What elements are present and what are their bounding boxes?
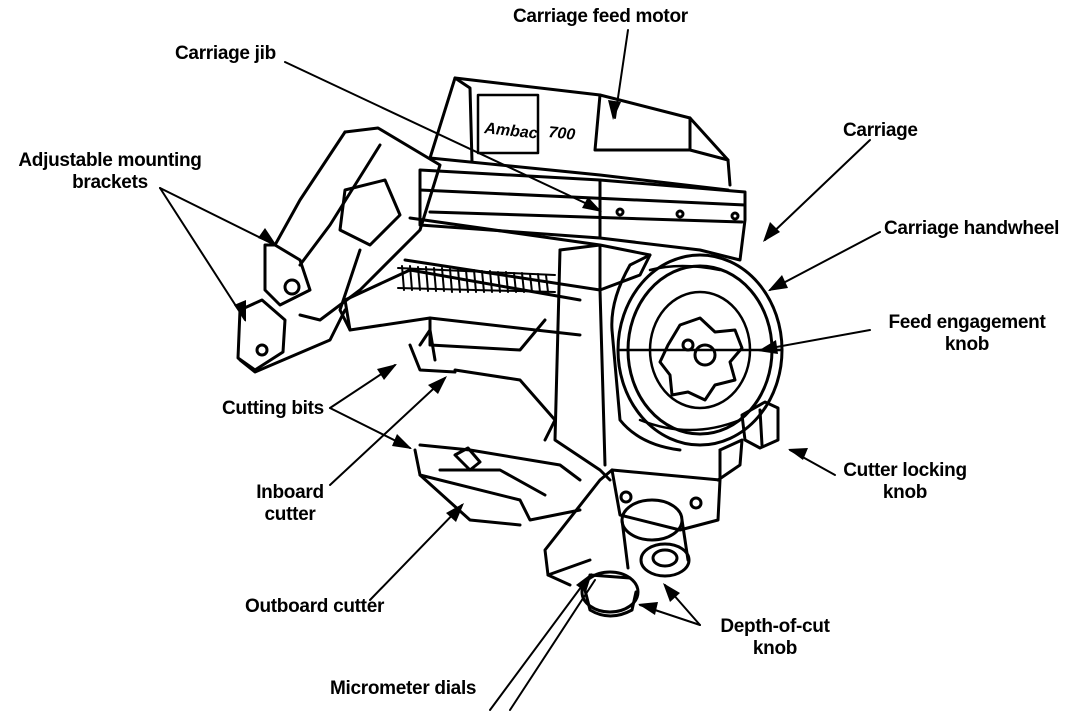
label-feed-engagement-knob: Feed engagement knob bbox=[872, 312, 1062, 356]
label-micrometer-dials: Micrometer dials bbox=[330, 678, 477, 699]
label-carriage-handwheel: Carriage handwheel bbox=[884, 218, 1060, 239]
micrometer-housing bbox=[543, 438, 744, 587]
label-feed-engagement-knob-line2: knob bbox=[944, 334, 990, 355]
slide-ways bbox=[343, 216, 602, 352]
feed-engagement-knob-drawing bbox=[658, 316, 744, 402]
label-inboard-cutter: Inboard cutter bbox=[245, 482, 335, 526]
label-cutter-locking-knob-line1: Cutter locking bbox=[843, 460, 967, 481]
label-depth-of-cut-knob: Depth-of-cut knob bbox=[700, 616, 850, 660]
cutter-locking-knob-drawing bbox=[740, 400, 780, 450]
label-cutter-locking-knob-line2: knob bbox=[882, 482, 928, 503]
nameplate: Ambac 700 bbox=[483, 120, 576, 144]
leader-arrowheads bbox=[234, 100, 808, 615]
label-cutting-bits: Cutting bits bbox=[222, 398, 324, 419]
handwheel-drawing bbox=[610, 253, 784, 452]
mounting-bracket-assembly bbox=[236, 126, 442, 374]
label-carriage-jib: Carriage jib bbox=[175, 43, 276, 64]
label-carriage: Carriage bbox=[843, 120, 918, 141]
cutter-body bbox=[408, 243, 652, 527]
depth-of-cut-knob-drawing bbox=[620, 498, 691, 578]
label-feed-engagement-knob-line1: Feed engagement bbox=[888, 312, 1046, 333]
label-outboard-cutter: Outboard cutter bbox=[245, 596, 385, 617]
label-depth-of-cut-knob-line2: knob bbox=[752, 638, 798, 659]
nameplate-brand: Ambac bbox=[483, 120, 539, 143]
label-adjustable-mounting-brackets-line2: brackets bbox=[72, 172, 148, 193]
label-adjustable-mounting-brackets-line1: Adjustable mounting bbox=[18, 150, 202, 171]
label-depth-of-cut-knob-line1: Depth-of-cut bbox=[720, 616, 830, 637]
micrometer-dial-drawing bbox=[580, 570, 640, 618]
nameplate-model: 700 bbox=[548, 124, 576, 144]
label-adjustable-mounting-brackets: Adjustable mounting brackets bbox=[10, 150, 210, 194]
label-cutter-locking-knob: Cutter locking knob bbox=[830, 460, 980, 504]
label-inboard-cutter-line2: cutter bbox=[264, 504, 316, 525]
label-carriage-feed-motor: Carriage feed motor bbox=[513, 6, 688, 27]
feed-motor-housing bbox=[428, 76, 732, 192]
feed-screw bbox=[397, 265, 556, 293]
label-inboard-cutter-line1: Inboard bbox=[256, 482, 324, 503]
carriage-block bbox=[418, 168, 747, 262]
